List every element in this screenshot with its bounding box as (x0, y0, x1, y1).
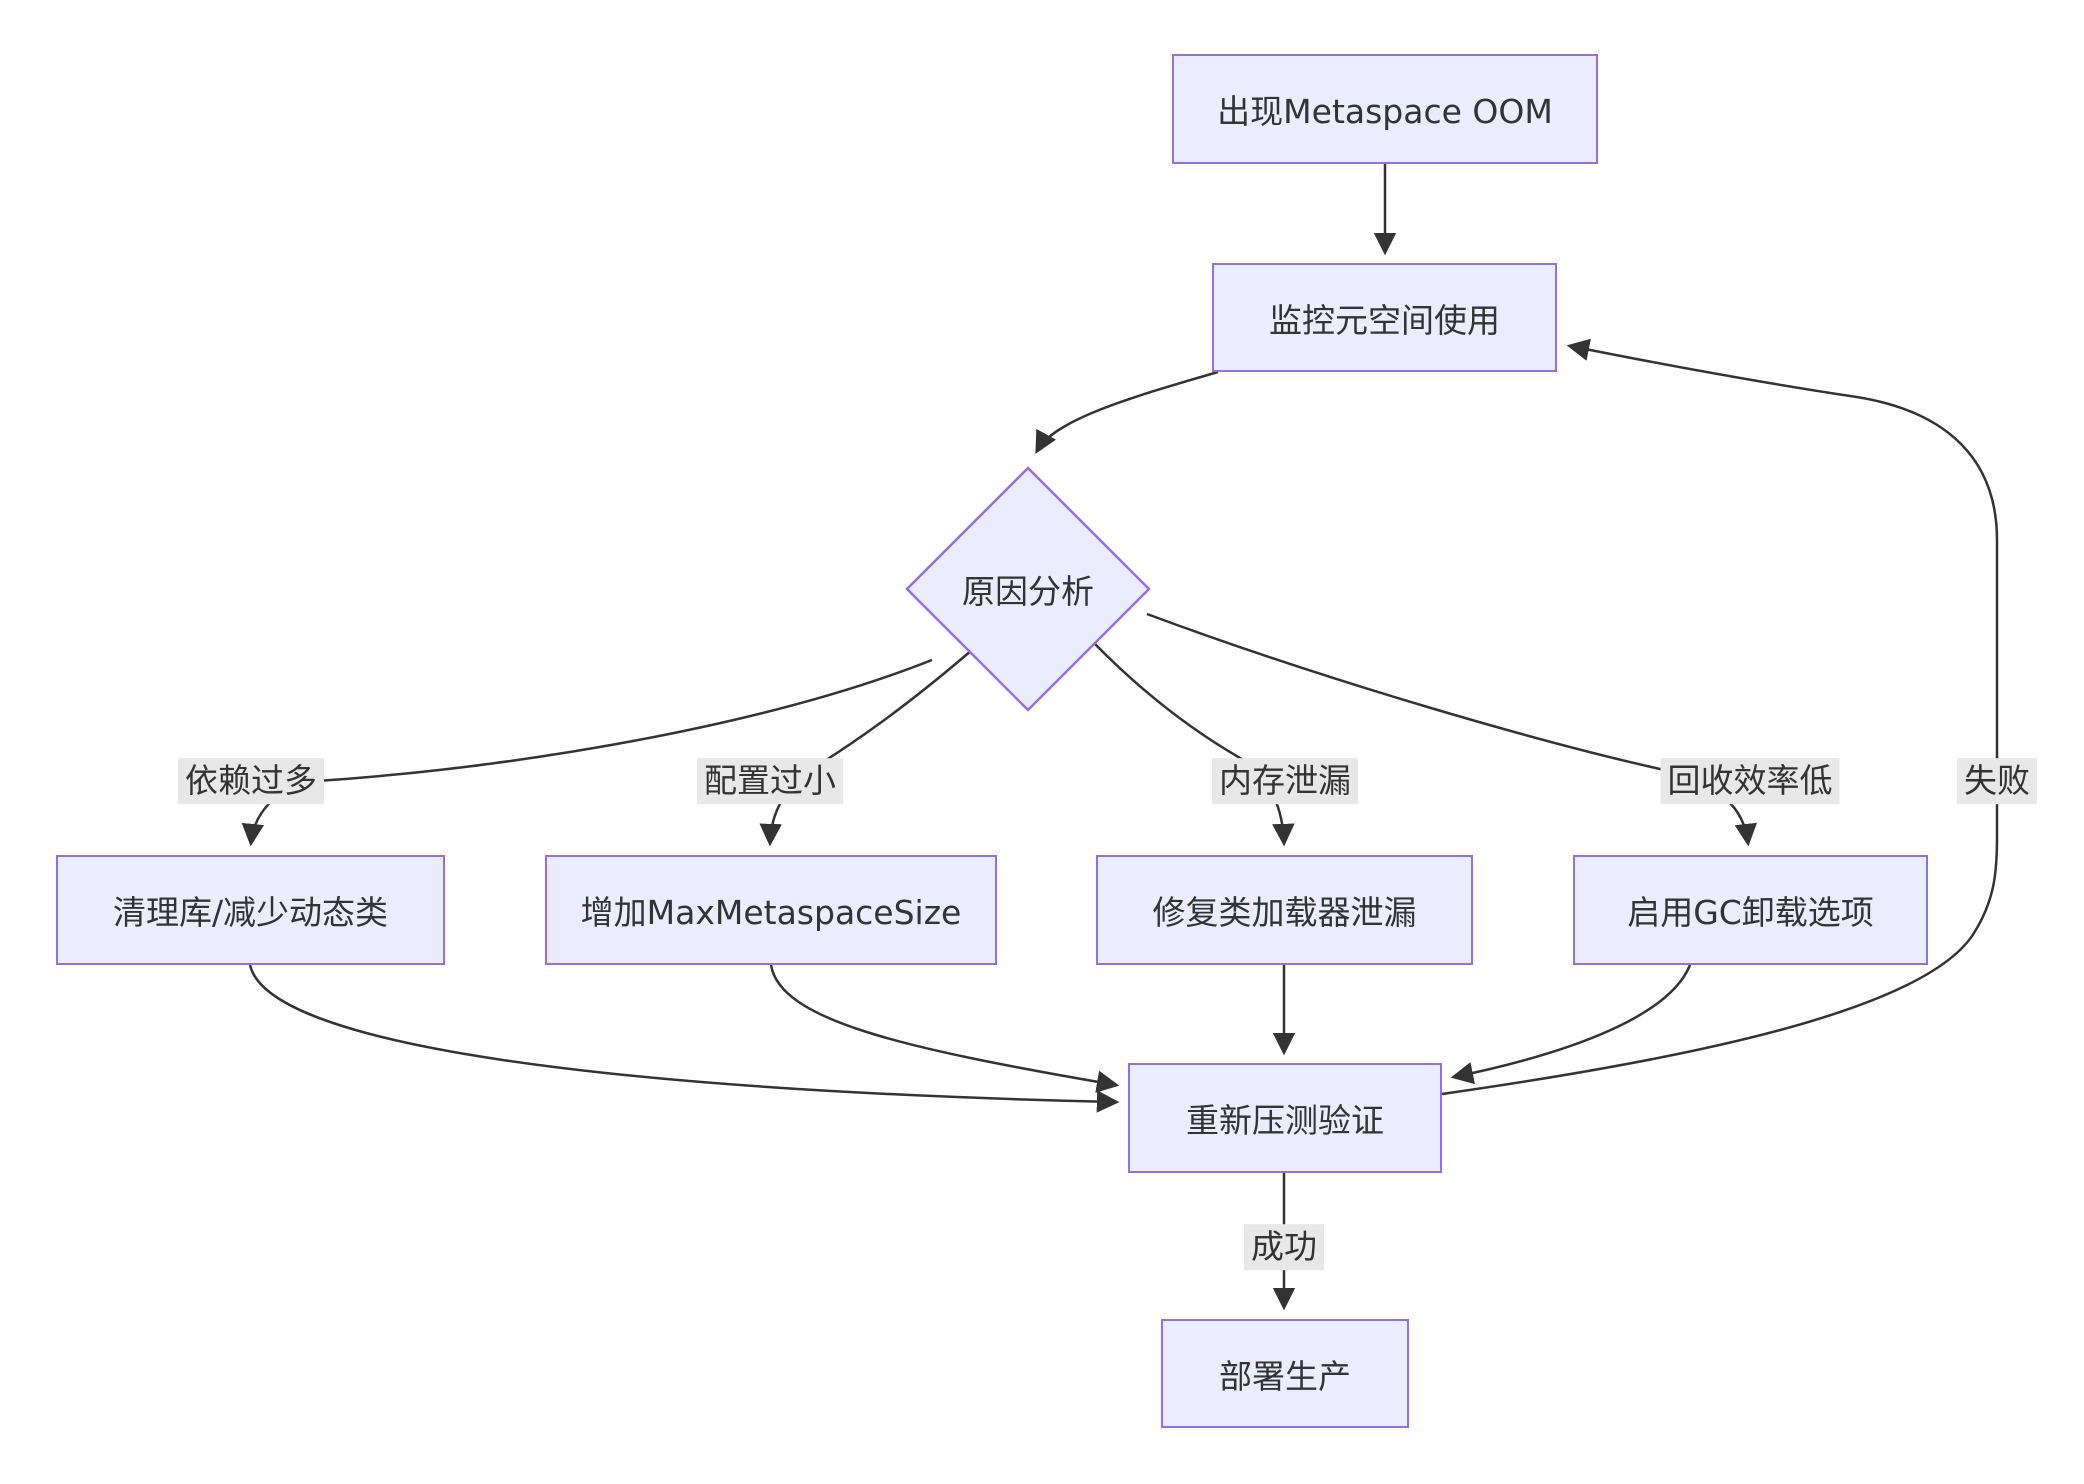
node-gc-label: 启用GC卸载选项 (1627, 893, 1874, 932)
node-increase: 增加MaxMetaspaceSize (545, 855, 997, 965)
edge-analysis-clean (241, 658, 933, 847)
edge-increase-retest (769, 964, 1120, 1093)
node-increase-label: 增加MaxMetaspaceSize (580, 893, 962, 932)
node-fix-label: 修复类加载器泄漏 (1152, 893, 1417, 932)
edge-clean-retest (248, 964, 1120, 1113)
node-oom-label: 出现Metaspace OOM (1217, 92, 1553, 131)
node-retest-label: 重新压测验证 (1186, 1101, 1384, 1140)
node-retest: 重新压测验证 (1128, 1063, 1442, 1173)
edge-analysis-fix (1094, 643, 1295, 847)
node-gc: 启用GC卸载选项 (1573, 855, 1928, 965)
node-oom: 出现Metaspace OOM (1172, 54, 1598, 164)
edge-label-success: 成功 (1244, 1224, 1324, 1270)
edge-analysis-gc (1146, 612, 1757, 847)
edge-label-recycle: 回收效率低 (1660, 758, 1840, 804)
node-clean-label: 清理库/减少动态类 (112, 893, 389, 932)
edge-label-deps: 依赖过多 (178, 758, 324, 804)
node-clean: 清理库/减少动态类 (56, 855, 445, 965)
edge-label-config: 配置过小 (697, 758, 843, 804)
node-fix: 修复类加载器泄漏 (1096, 855, 1473, 965)
node-deploy-label: 部署生产 (1219, 1356, 1351, 1396)
decision-diamond-shape (905, 466, 1151, 712)
edge-analysis-increase (759, 649, 973, 847)
node-analysis-label: 原因分析 (962, 572, 1094, 611)
edge-label-fail: 失败 (1957, 758, 2037, 804)
edge-monitor-analysis (1035, 370, 1219, 454)
node-monitor-label: 监控元空间使用 (1269, 300, 1500, 340)
edge-label-leak: 内存泄漏 (1212, 758, 1358, 804)
node-deploy: 部署生产 (1161, 1319, 1409, 1428)
node-monitor: 监控元空间使用 (1212, 263, 1557, 372)
edge-gc-retest (1450, 964, 1692, 1085)
edge-retest-monitor-fail (1441, 338, 1999, 1096)
